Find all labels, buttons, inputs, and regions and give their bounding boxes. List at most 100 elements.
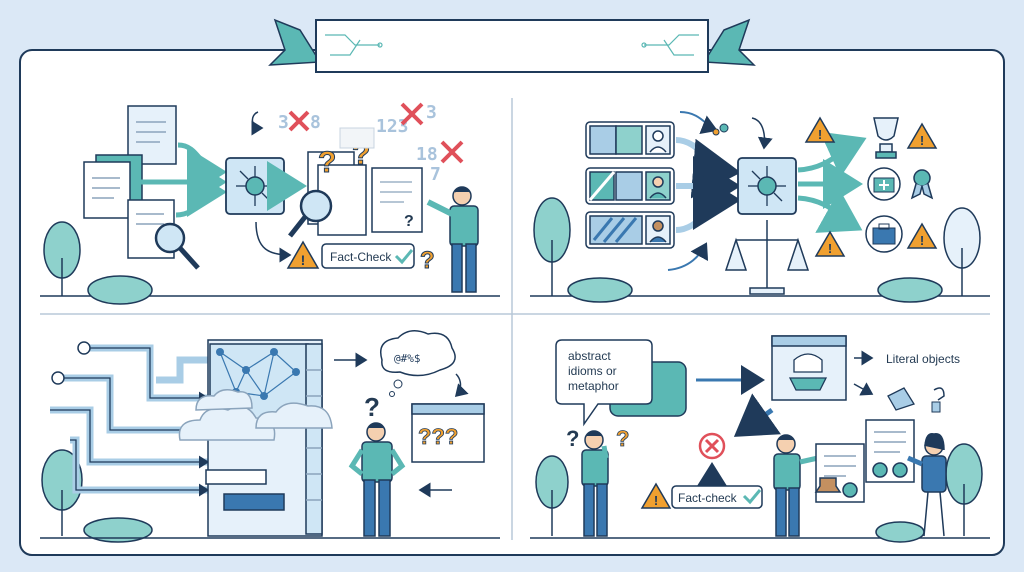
medical-kit-icon [867,167,901,201]
svg-text:!: ! [654,493,658,508]
faded-document-icon [339,127,375,149]
checkmark-icon [742,489,762,505]
flow-arrow [175,167,227,218]
bush-icon [875,521,925,543]
fact-check-label: Fact-check [678,491,738,505]
approved-document-icon [865,419,915,483]
question-mark-icon: ? [364,392,380,422]
fact-check-label: Fact-Check [330,250,392,264]
person-woman-icon [907,433,947,537]
tree-icon [535,455,569,536]
bush-icon [87,275,153,305]
banner [268,18,756,73]
tree-icon [533,197,571,296]
speech-bubble-line: idioms or [568,364,617,378]
tree-icon [943,207,981,296]
panel-4: abstract idioms or metaphor Literal obje… [530,335,990,543]
floating-digit: 8 [310,112,321,133]
banner-ribbon [315,19,709,73]
pipe-node-icon [77,341,91,355]
fact-check-badge: Fact-check [671,485,763,509]
trophy-icon [873,117,899,159]
shape-object-icon [887,387,915,411]
question-mark-icon: ? [318,146,336,179]
browser-window-icon: ??? [411,403,485,463]
floating-digit: 3 [426,102,437,123]
pipe-node-icon [51,371,65,385]
svg-text:!: ! [301,252,306,268]
person-pointing-icon [426,186,479,293]
shape-object-icon [931,401,941,413]
svg-text:!: ! [920,133,924,148]
warning-icon: ! [804,116,836,143]
question-mark-icon: ? [566,426,579,451]
magnifier-icon [154,222,200,270]
warning-icon: ! [814,230,846,257]
flow-arrow [797,189,863,233]
person-thinking-icon [581,430,609,537]
floating-digit: 123 [376,116,409,137]
circuit-right-icon [641,34,699,56]
ai-network-hub-icon [225,157,285,215]
loop-arrow [751,117,773,150]
output-document-icon [371,167,423,233]
balance-scale-icon [724,220,810,295]
floating-digit: 7 [430,164,441,185]
flow-arrow [733,393,782,437]
tree-icon [43,221,81,296]
stamp-icon [814,477,842,493]
briefcase-icon [865,215,903,253]
thought-bubble-icon: @#%$ [380,330,456,397]
approved-document-icon [814,443,865,503]
floating-digit: 18 [416,144,438,165]
panel-2: ! ! ! ! [530,111,990,303]
circuit-left-icon [325,34,383,56]
floating-digit: 3 [278,112,289,133]
question-mark-icon: ? [420,247,435,274]
bush-icon [567,277,633,303]
error-x-icon [288,110,310,132]
warning-icon: ! [906,122,938,149]
panel-3: @#%$ ??? ? [40,330,500,543]
svg-text:@#%$: @#%$ [394,352,421,365]
speech-bubble: abstract idioms or metaphor [555,339,687,427]
bush-icon [877,277,943,303]
literal-objects-label: Literal objects [886,352,960,366]
flow-arrow [797,131,867,178]
warning-icon: ! [640,482,672,509]
document-stack-icon [83,105,177,259]
loop-arrow [251,111,264,136]
profile-card [585,121,675,159]
loop-arrow [255,221,292,263]
bush-icon [83,517,153,543]
flow-arrow [675,170,741,233]
speech-bubble-line: abstract [568,349,611,363]
magnifier-icon [288,189,333,238]
svg-text:!: ! [818,127,822,142]
error-x-icon [440,140,464,164]
award-ribbon-icon [910,169,934,200]
panel-1: ? ? ? 3 8 123 3 18 7 ! Fact-Check ? [40,102,500,305]
warning-icon: ! [906,222,938,249]
warning-icon: ! [286,240,320,269]
svg-text:???: ??? [418,424,458,449]
profile-card [585,211,675,249]
banner-leaf-left-icon [268,18,322,66]
flow-arrow [667,242,709,271]
literal-objects-window-icon [771,335,847,401]
speech-bubble-line: metaphor [568,379,619,393]
person-icon [712,123,729,136]
flow-arrow [679,111,718,135]
hook-object-icon [933,387,945,401]
svg-text:!: ! [828,241,832,256]
person-presenting-icon [773,434,819,537]
ai-network-hub-icon [737,157,797,215]
error-x-icon [400,102,424,126]
banner-leaf-right-icon [702,18,756,66]
tree-icon [41,449,83,536]
question-mark-icon: ? [616,426,629,451]
loop-arrow [454,373,469,398]
fact-check-badge: Fact-Check [321,243,415,269]
